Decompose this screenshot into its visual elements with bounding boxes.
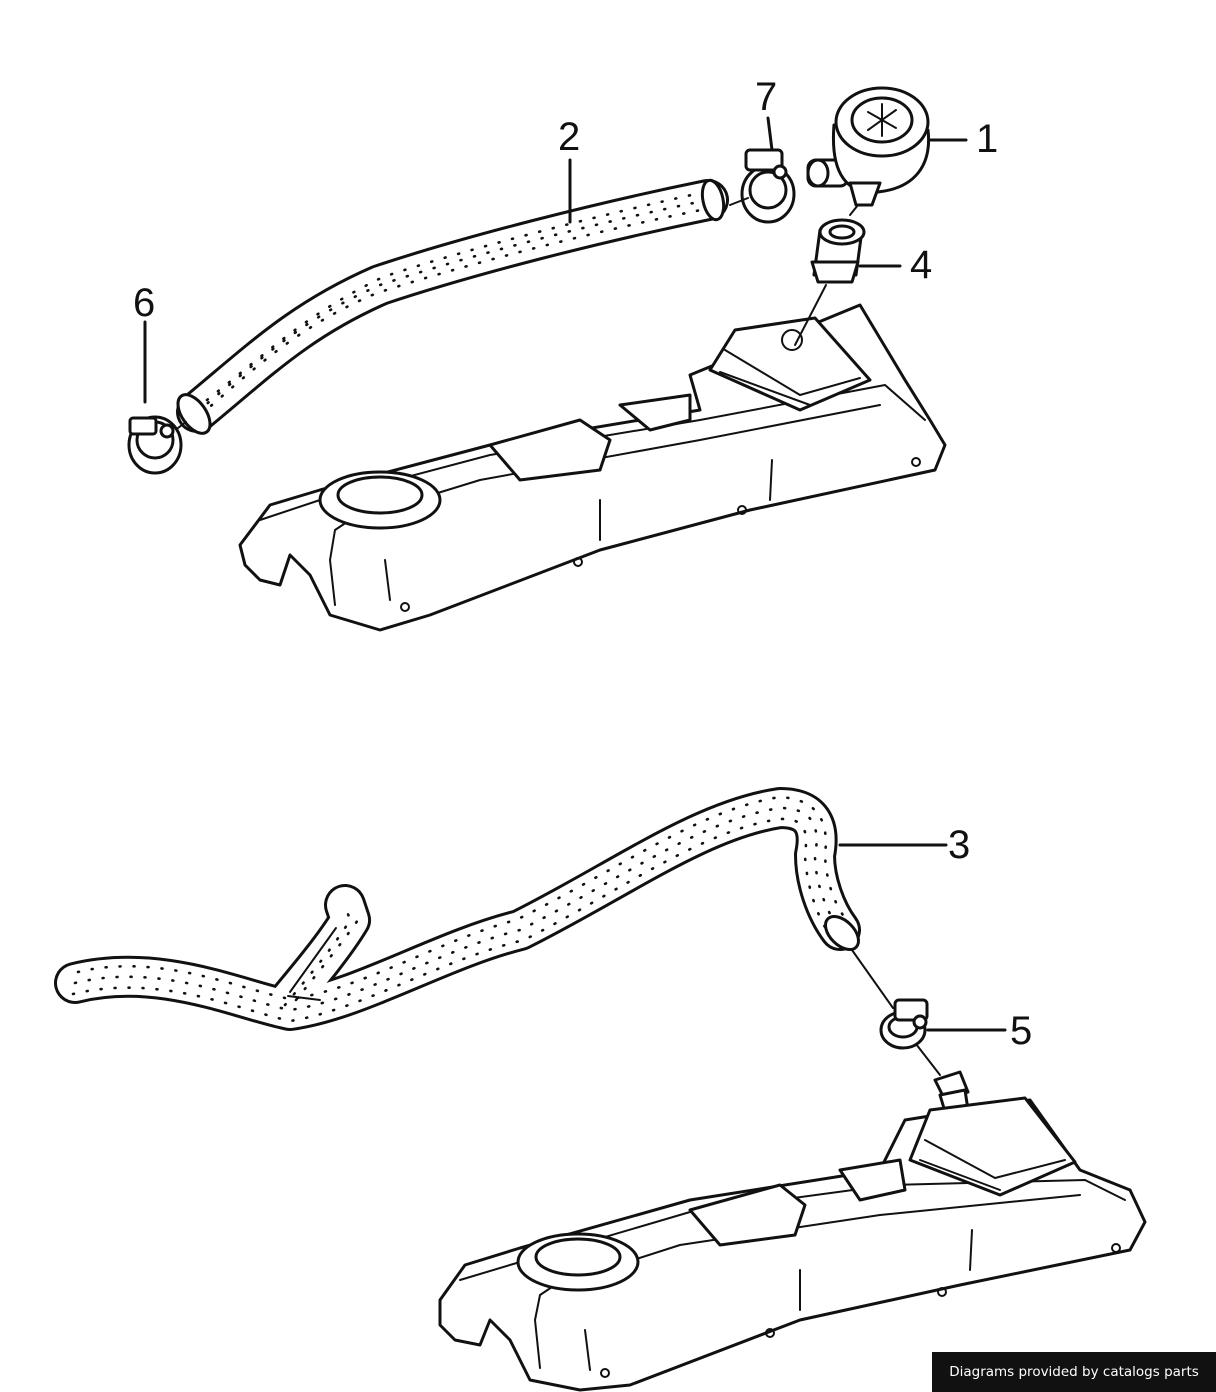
valve-cover-bottom — [438, 1070, 1147, 1392]
callout-2: 2 — [558, 115, 580, 159]
hose-clamp-part-6 — [127, 415, 183, 475]
callout-5: 5 — [1010, 1009, 1032, 1053]
hose-clamp-part-5 — [879, 998, 929, 1050]
callout-3: 3 — [948, 823, 970, 867]
breather-hose-part-2 — [176, 178, 729, 435]
pcv-valve-part-1 — [806, 86, 931, 207]
callout-1: 1 — [976, 117, 998, 161]
hose-clamp-part-7 — [740, 148, 796, 224]
valve-cover-top — [238, 303, 947, 632]
grommet-part-4 — [810, 218, 866, 284]
diagram-credit-banner: Diagrams provided by catalogs parts — [932, 1352, 1216, 1392]
callout-4: 4 — [910, 243, 932, 287]
callout-6: 6 — [133, 281, 155, 325]
breather-hose-part-3 — [54, 787, 861, 1031]
leader-lines-top — [143, 116, 968, 429]
callout-7: 7 — [755, 75, 777, 119]
leader-lines-bottom — [838, 843, 1007, 1076]
